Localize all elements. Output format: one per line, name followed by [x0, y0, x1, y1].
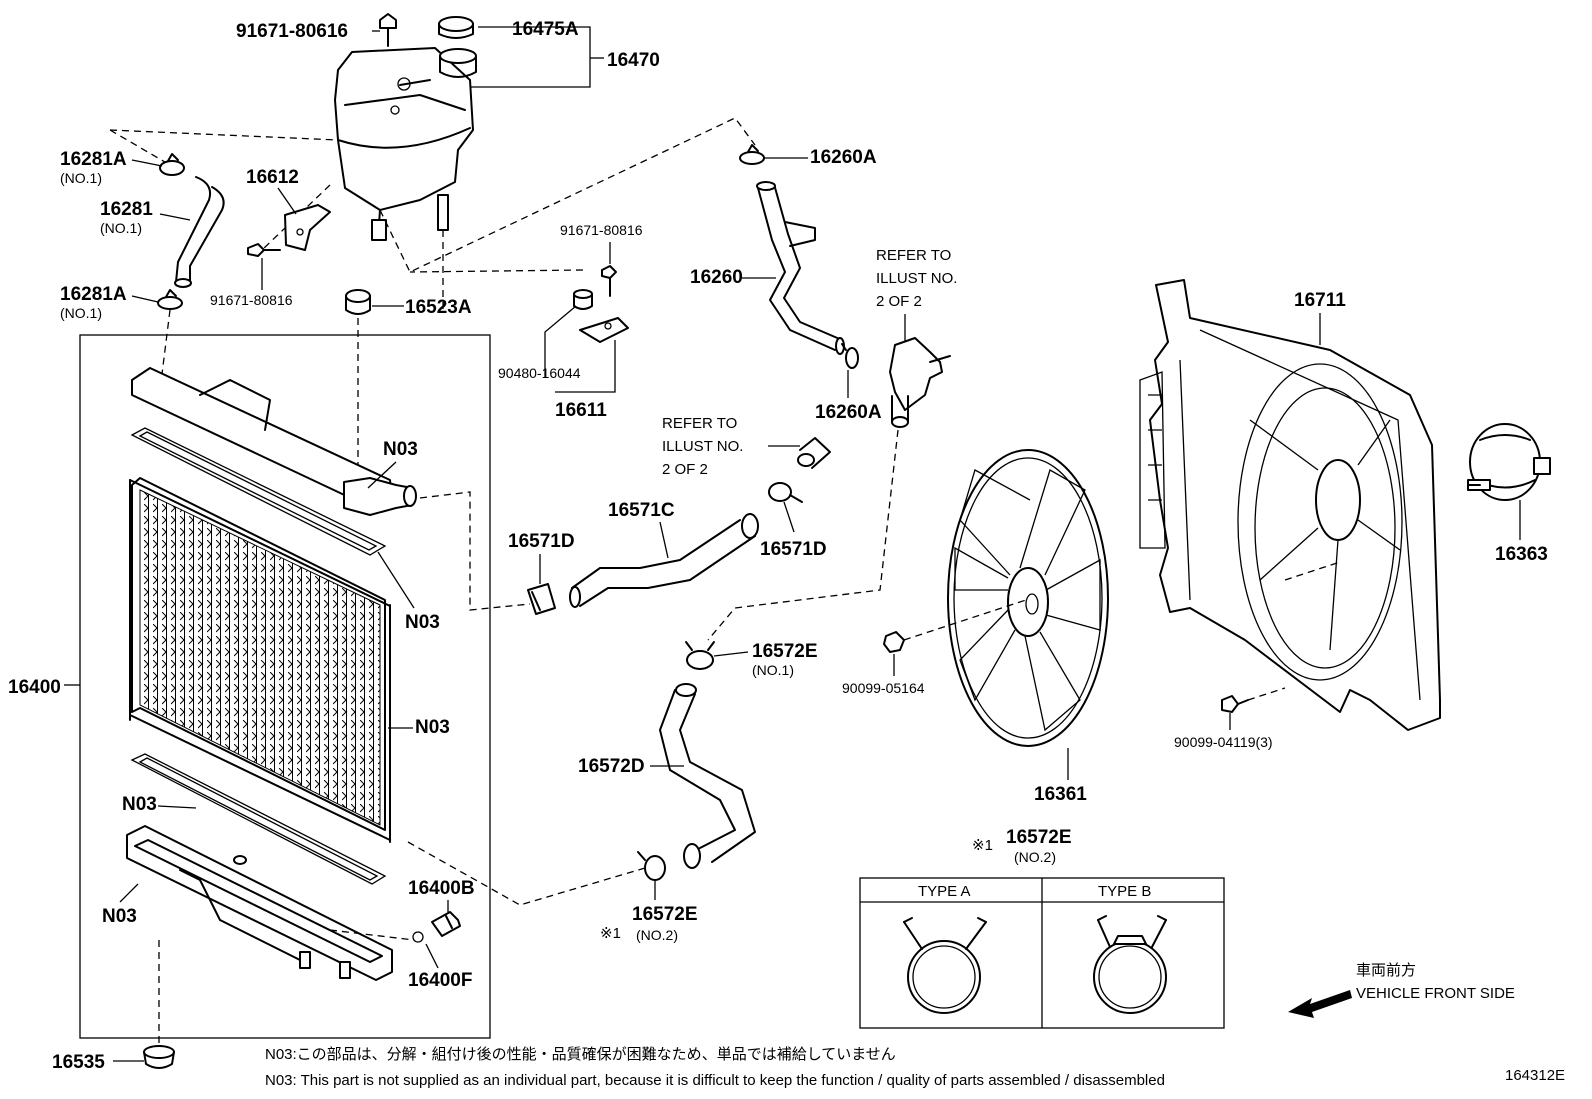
hose-16260-illustration	[756, 181, 845, 355]
hose-16572D-illustration	[659, 683, 756, 869]
label-16361: 16361	[1034, 784, 1087, 805]
label-16470: 16470	[607, 50, 660, 71]
label-16572E-no2-sub: (NO.2)	[636, 927, 678, 943]
type-b-header: TYPE B	[1098, 883, 1151, 900]
reserve-tank-illustration	[334, 47, 474, 241]
refer-lower-line-1: REFER TO	[662, 415, 737, 432]
label-N03-upper-gasket: N03	[405, 612, 440, 633]
label-16281-sub: (NO.1)	[100, 220, 142, 236]
label-16572E-box: 16572E	[1006, 827, 1072, 848]
label-16281A-top: 16281A	[60, 149, 127, 170]
label-N03-upper-tank: N03	[383, 439, 418, 460]
clamp-type-a-illustration	[903, 917, 987, 1014]
kome-mark-lower: ※1	[600, 925, 621, 942]
clamp-16260A-bottom-illustration	[841, 343, 859, 369]
label-16523A: 16523A	[405, 297, 472, 318]
grommet-90480-16044-illustration	[573, 289, 593, 310]
label-90480-16044: 90480-16044	[498, 365, 581, 381]
label-16260A-top: 16260A	[810, 147, 877, 168]
illustration-code: 164312E	[1505, 1067, 1565, 1084]
label-91671-80816-left: 91671-80816	[210, 292, 293, 308]
label-16572E-no2: 16572E	[632, 904, 698, 925]
label-16281: 16281	[100, 199, 153, 220]
label-N03-lower-tank: N03	[102, 906, 137, 927]
cap-16523A-illustration	[345, 289, 371, 315]
nut-90099-05164-illustration	[883, 631, 905, 653]
label-16571C: 16571C	[608, 500, 675, 521]
clamp-16571D-left-illustration	[527, 583, 556, 615]
reserve-tank-cap-illustration	[438, 16, 477, 78]
fan-motor-16363-illustration	[1467, 423, 1551, 501]
radiator-assembly-frame	[79, 334, 491, 1039]
bolt-90099-04119-illustration	[1221, 695, 1249, 713]
o-ring-16400F-illustration	[412, 931, 424, 943]
clamp-16281A-top-illustration	[159, 153, 185, 176]
clamp-16572E-no1-illustration	[685, 641, 715, 670]
label-91671-80616-top: 91671-80616	[236, 21, 348, 42]
drain-plug-16400B-illustration	[431, 911, 461, 937]
clamp-16571D-right-illustration	[768, 482, 803, 503]
label-16611: 16611	[555, 400, 607, 421]
clamp-16281A-bottom-illustration	[157, 289, 183, 310]
refer-upper-line-2: ILLUST NO.	[876, 270, 957, 287]
label-16281A-bottom: 16281A	[60, 284, 127, 305]
label-16281A-bottom-sub: (NO.1)	[60, 305, 102, 321]
fan-shroud-16711-illustration	[1139, 279, 1441, 731]
label-16363: 16363	[1495, 544, 1548, 565]
label-16260: 16260	[690, 267, 743, 288]
bracket-16612-illustration	[284, 204, 331, 251]
clamp-16572E-no2-illustration	[637, 851, 666, 881]
label-16572D: 16572D	[578, 756, 645, 777]
label-16572E-no1: 16572E	[752, 641, 818, 662]
bolt-91671-80816-mid-illustration	[601, 265, 617, 297]
label-16572E-no1-sub: (NO.1)	[752, 662, 794, 678]
label-16572E-box-sub: (NO.2)	[1014, 849, 1056, 865]
label-90099-05164: 90099-05164	[842, 680, 925, 696]
clamp-type-b-illustration	[1093, 915, 1167, 1014]
water-outlet-illustration	[889, 337, 951, 428]
clamp-type-table	[859, 877, 1225, 1029]
type-a-header: TYPE A	[918, 883, 971, 900]
label-N03-lower-gasket: N03	[122, 794, 157, 815]
radiator-16400-illustration	[126, 367, 417, 981]
bolt-91671-80816-left-illustration	[247, 243, 281, 257]
label-90099-04119: 90099-04119(3)	[1174, 734, 1273, 750]
bolt-91671-80616-illustration	[379, 13, 397, 47]
label-16260A-bottom: 16260A	[815, 402, 882, 423]
refer-lower-line-2: ILLUST NO.	[662, 438, 743, 455]
label-16475A: 16475A	[512, 19, 579, 40]
label-16571D-left: 16571D	[508, 531, 575, 552]
label-16711: 16711	[1294, 290, 1346, 311]
kome-mark-box: ※1	[972, 837, 993, 854]
fan-16361-illustration	[947, 449, 1109, 747]
refer-lower-line-3: 2 OF 2	[662, 461, 708, 478]
label-N03-core: N03	[415, 717, 450, 738]
clamp-16260A-top-illustration	[739, 144, 765, 165]
label-91671-80816-mid: 91671-80816	[560, 222, 643, 238]
insulator-16535-illustration	[143, 1045, 175, 1069]
direction-en: VEHICLE FRONT SIDE	[1356, 985, 1515, 1002]
note-jp: N03:この部品は、分解・組付け後の性能・品質確保が困難なため、単品では補給して…	[265, 1045, 896, 1063]
label-16571D-right: 16571D	[760, 539, 827, 560]
note-en: N03: This part is not supplied as an ind…	[265, 1072, 1165, 1089]
label-16281A-top-sub: (NO.1)	[60, 170, 102, 186]
hose-16571C-illustration	[569, 513, 759, 608]
label-16400F: 16400F	[408, 970, 472, 991]
label-16400: 16400	[8, 677, 61, 698]
refer-hose-end-illustration	[797, 437, 831, 469]
refer-upper-line-3: 2 OF 2	[876, 293, 922, 310]
direction-jp: 車両前方	[1356, 962, 1416, 979]
label-16400B: 16400B	[408, 878, 475, 899]
label-16535: 16535	[52, 1052, 105, 1073]
label-16612: 16612	[246, 167, 299, 188]
vehicle-front-arrow-icon	[1288, 990, 1352, 1018]
hose-16281-illustration	[174, 176, 225, 288]
bracket-16611-illustration	[579, 317, 629, 343]
refer-upper-line-1: REFER TO	[876, 247, 951, 264]
